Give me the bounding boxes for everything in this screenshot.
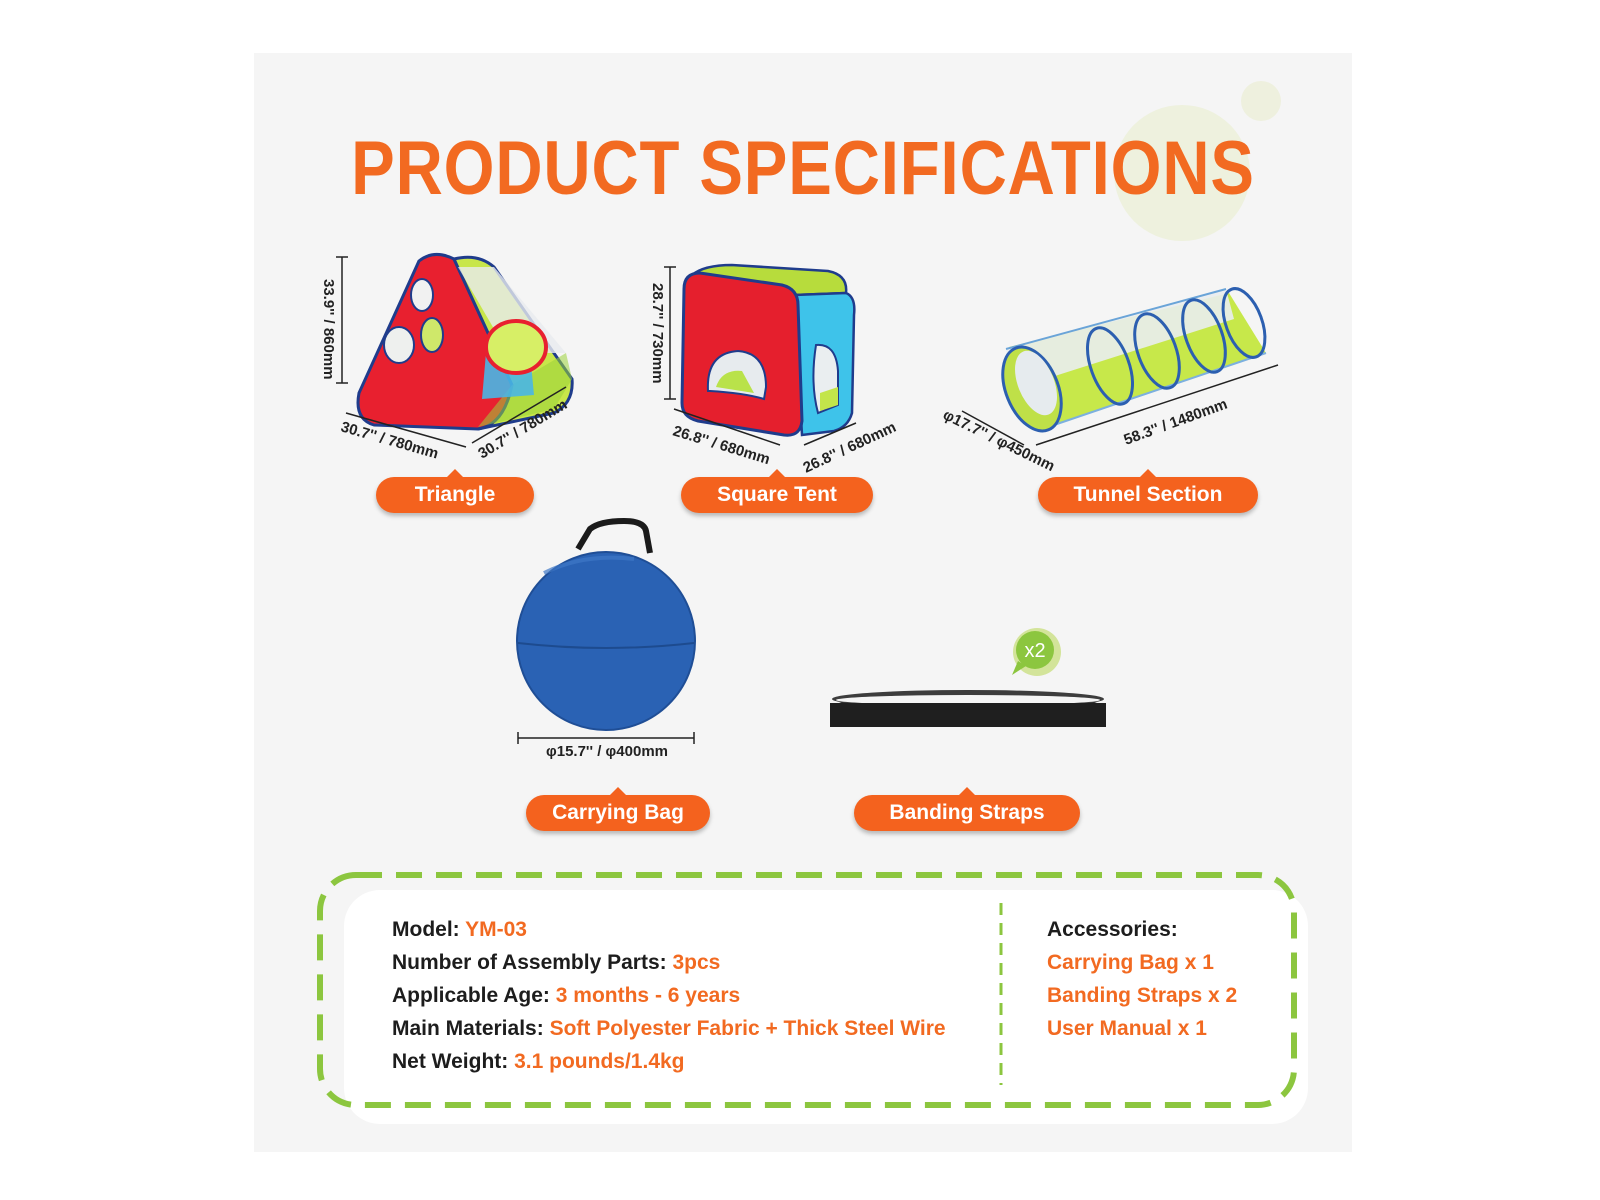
accessory-item: Banding Straps x 2 <box>1047 984 1238 1007</box>
spec-list: Model: YM-03 Number of Assembly Parts: 3… <box>392 913 946 1078</box>
spec-row-applicable-age: Applicable Age: 3 months - 6 years <box>392 984 741 1007</box>
label-triangle: Triangle <box>376 469 534 513</box>
label-tunnel-section: Tunnel Section <box>1038 469 1258 513</box>
spec-row-assembly-parts: Number of Assembly Parts: 3pcs <box>392 951 721 974</box>
label-banding-straps: Banding Straps <box>854 787 1080 831</box>
tunnel-image <box>961 287 1279 446</box>
spec-row-net-weight: Net Weight: 3.1 pounds/1.4kg <box>392 1050 685 1073</box>
triangle-height-dim: 33.9'' / 860mm <box>320 279 337 380</box>
tunnel-length-dim: 58.3'' / 1480mm <box>1122 396 1230 449</box>
spec-card <box>344 890 1308 1124</box>
accessories-heading: Accessories: <box>1047 918 1178 941</box>
accessory-item: Carrying Bag x 1 <box>1047 951 1214 974</box>
square-tent-height-dim: 28.7'' / 730mm <box>649 283 666 384</box>
carrying-bag-image <box>516 517 696 744</box>
decor-circle-large <box>1114 105 1250 241</box>
label-square-tent: Square Tent <box>681 469 873 513</box>
banding-straps-image <box>830 690 1106 727</box>
quantity-badge-text: x2 <box>1024 640 1045 662</box>
triangle-tent-image <box>336 253 574 448</box>
decor-circle-small <box>1241 81 1281 121</box>
accessory-item: User Manual x 1 <box>1047 1017 1207 1040</box>
accessories-list: Accessories: Carrying Bag x 1 Banding St… <box>1047 913 1237 1045</box>
spec-row-main-materials: Main Materials: Soft Polyester Fabric + … <box>392 1017 946 1040</box>
product-illustrations: 33.9'' / 860mm 30.7'' / 780mm 30.7'' / 7… <box>320 253 1279 760</box>
spec-panel: PRODUCT SPECIFICATIONS 33.9'' / 860mm 30… <box>254 53 1352 1152</box>
square-tent-image <box>664 263 857 446</box>
carrying-bag-diameter-dim: φ15.7'' / φ400mm <box>546 743 668 760</box>
quantity-badge: x2 <box>1012 628 1061 676</box>
spec-card-border <box>317 872 1297 1108</box>
label-carrying-bag: Carrying Bag <box>526 787 710 831</box>
page-title: PRODUCT SPECIFICATIONS <box>351 126 1255 211</box>
spec-row-model: Model: YM-03 <box>392 918 527 941</box>
